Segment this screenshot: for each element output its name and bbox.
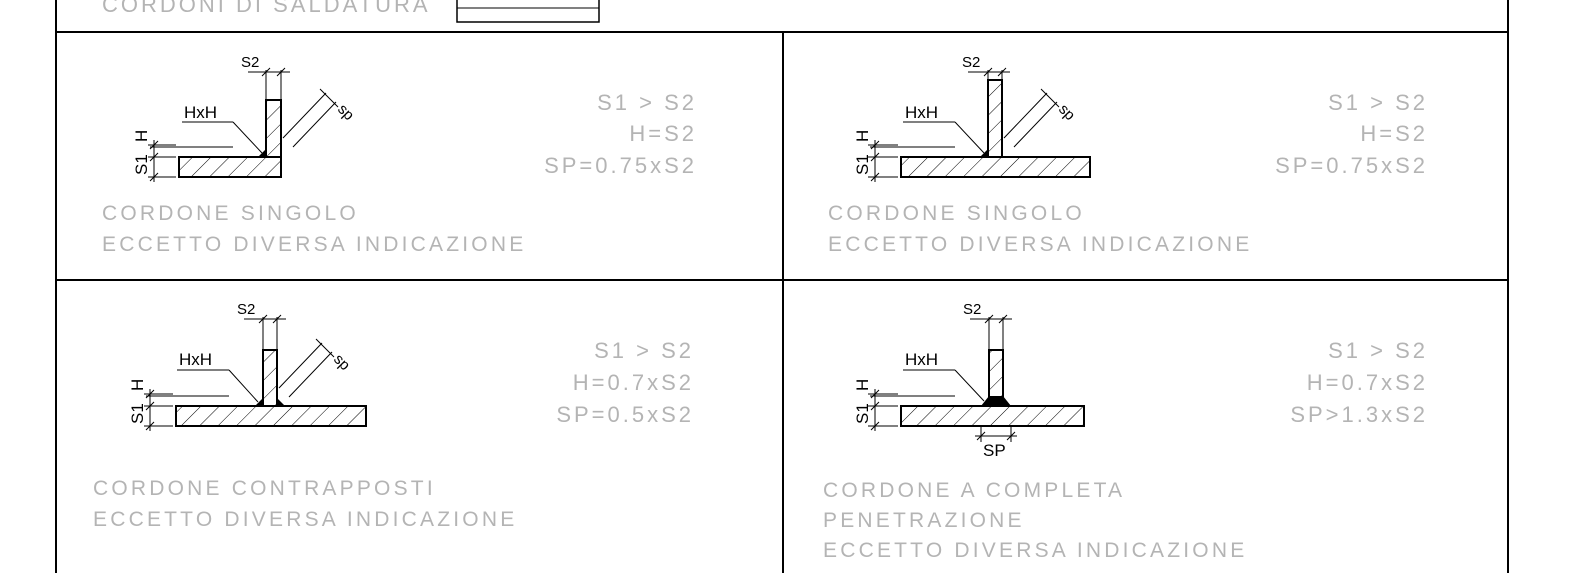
note-2: ECCETTO DIVERSA INDICAZIONE: [828, 233, 1252, 256]
rule-2: H=0.7xS2: [1307, 370, 1428, 395]
weld-drawing: S2 sp HxH H S1: [132, 54, 357, 182]
panel-full-penetration: S2 SP HxH H S1 S1 > S2 H=0: [823, 301, 1428, 562]
base-plate: [900, 156, 1091, 178]
sp-label: SP: [983, 441, 1006, 460]
note-2: PENETRAZIONE: [823, 509, 1025, 532]
rules-text: S1 > S2 H=S2 SP=0.75xS2: [1275, 90, 1428, 178]
fillet-weld-left: [255, 398, 263, 406]
s1-label: S1: [132, 154, 151, 175]
description-text: CORDONE A COMPLETA PENETRAZIONE ECCETTO …: [823, 479, 1247, 562]
rule-3: SP>1.3xS2: [1290, 402, 1428, 427]
sp-label: sp: [1055, 101, 1078, 124]
fillet-weld-right: [277, 398, 285, 406]
description-text: CORDONE SINGOLO ECCETTO DIVERSA INDICAZI…: [102, 202, 526, 256]
description-text: CORDONE CONTRAPPOSTI ECCETTO DIVERSA IND…: [93, 477, 517, 531]
web-plate: [265, 99, 282, 158]
web-plate: [987, 79, 1003, 158]
table-frame: [55, 0, 1509, 573]
rule-2: H=0.7xS2: [573, 370, 694, 395]
description-text: CORDONE SINGOLO ECCETTO DIVERSA INDICAZI…: [828, 202, 1252, 256]
note-1: CORDONE A COMPLETA: [823, 479, 1125, 502]
note-2: ECCETTO DIVERSA INDICAZIONE: [102, 233, 526, 256]
rule-1: S1 > S2: [594, 338, 694, 363]
note-1: CORDONE CONTRAPPOSTI: [93, 477, 436, 500]
rule-2: H=S2: [629, 121, 697, 146]
penetration-weld: [981, 396, 1011, 406]
weld-legend-swatch: [456, 0, 600, 23]
hxh-label: HxH: [905, 350, 938, 369]
panel-double-t: S2 sp HxH H S1 S1 > S2 H=0.7xS2 SP: [93, 301, 694, 531]
h-label: H: [128, 379, 147, 391]
rule-1: S1 > S2: [597, 90, 697, 115]
base-plate: [178, 156, 282, 178]
rule-3: SP=0.75xS2: [544, 153, 697, 178]
note-3: ECCETTO DIVERSA INDICAZIONE: [823, 539, 1247, 562]
base-plate: [900, 405, 1085, 427]
weld-drawing: S2 sp HxH H S1: [853, 54, 1091, 182]
hxh-label: HxH: [184, 103, 217, 122]
header-row: CORDONI DI SALDATURA: [102, 0, 600, 23]
s2-label: S2: [962, 54, 980, 71]
sp-label: sp: [334, 101, 357, 124]
rules-text: S1 > S2 H=0.7xS2 SP=0.5xS2: [556, 338, 694, 427]
rule-1: S1 > S2: [1328, 338, 1428, 363]
weld-drawing: S2 sp HxH H S1: [128, 301, 367, 431]
rule-3: SP=0.75xS2: [1275, 153, 1428, 178]
rule-2: H=S2: [1360, 121, 1428, 146]
panel-single-l: S2 sp HxH H S1 S1 > S2 H=S2 SP=0.7: [102, 54, 697, 256]
rules-text: S1 > S2 H=0.7xS2 SP>1.3xS2: [1290, 338, 1428, 427]
panel-single-t: S2 sp HxH H S1 S1 > S2 H=S2 SP=0.7: [828, 54, 1428, 256]
base-plate: [175, 405, 367, 427]
s2-label: S2: [241, 54, 259, 71]
h-label: H: [853, 379, 872, 391]
header-label: CORDONI DI SALDATURA: [102, 0, 431, 17]
weld-drawing: S2 SP HxH H S1: [853, 301, 1085, 460]
hxh-label: HxH: [179, 350, 212, 369]
note-1: CORDONE SINGOLO: [102, 202, 359, 225]
web-plate: [262, 349, 278, 407]
rules-text: S1 > S2 H=S2 SP=0.75xS2: [544, 90, 697, 178]
s1-label: S1: [128, 403, 147, 424]
note-1: CORDONE SINGOLO: [828, 202, 1085, 225]
h-label: H: [132, 130, 151, 142]
hxh-label: HxH: [905, 103, 938, 122]
h-label: H: [853, 130, 872, 142]
s1-label: S1: [853, 403, 872, 424]
rule-3: SP=0.5xS2: [556, 402, 694, 427]
sp-label: sp: [330, 351, 353, 374]
rule-1: S1 > S2: [1328, 90, 1428, 115]
s2-label: S2: [237, 301, 255, 318]
note-2: ECCETTO DIVERSA INDICAZIONE: [93, 508, 517, 531]
s2-label: S2: [963, 301, 981, 318]
s1-label: S1: [853, 154, 872, 175]
